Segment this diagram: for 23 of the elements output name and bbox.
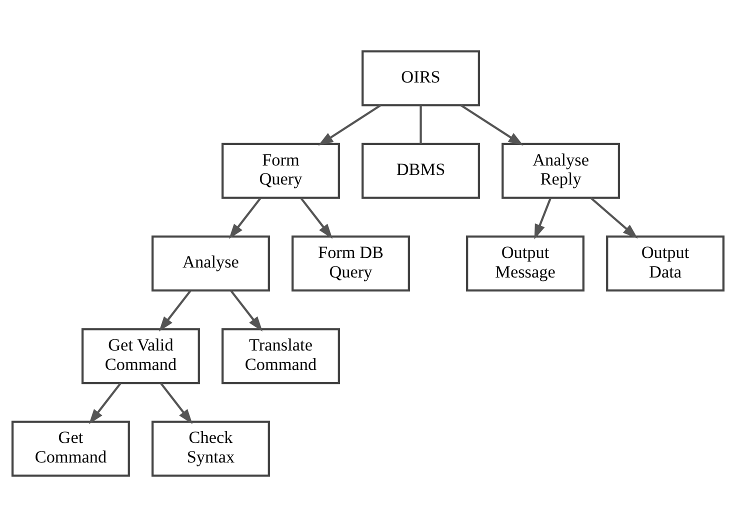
arrow — [460, 104, 524, 146]
arrow — [228, 197, 262, 239]
connector — [420, 105, 422, 144]
node-box: Output Data — [606, 236, 725, 292]
node-box: Analyse Reply — [502, 142, 620, 199]
node-box: Translate Command — [222, 328, 340, 384]
arrow — [88, 382, 122, 424]
arrow — [300, 197, 333, 239]
node-box: Check Syntax — [152, 420, 270, 477]
arrow — [534, 198, 552, 240]
node-box: Form Query — [222, 142, 340, 199]
arrow — [230, 290, 263, 332]
node-box: Get Command — [11, 420, 130, 477]
node-box: OIRS — [362, 50, 480, 106]
arrow — [318, 104, 382, 146]
node-box: Form DB Query — [292, 236, 410, 292]
arrow — [160, 382, 193, 424]
node-box: Analyse — [152, 236, 270, 292]
arrow — [590, 197, 638, 239]
node-box: DBMS — [362, 142, 480, 199]
node-box: Get Valid Command — [81, 328, 200, 384]
arrow — [158, 290, 192, 332]
node-box: Output Message — [466, 236, 584, 292]
